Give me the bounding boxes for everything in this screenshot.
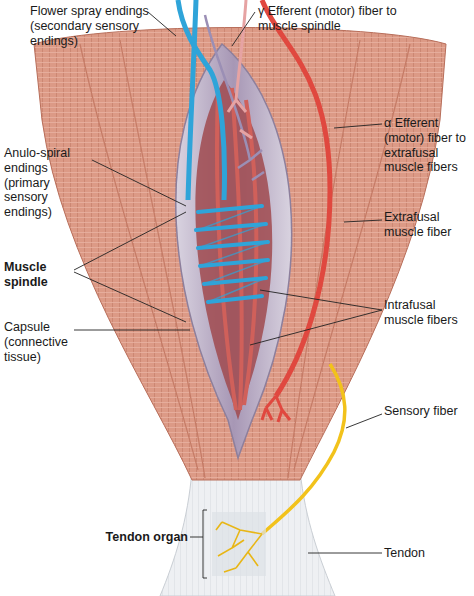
part-label: Capsule (connective tissue) [4,320,84,364]
part-label: Muscle spindle [4,260,74,290]
tendon-organ-endings [216,522,262,572]
motor-endplates [262,396,290,422]
tendon-sensory-fiber [262,364,345,534]
anulospiral-coils [196,206,268,302]
flower-spray-nerve [205,15,264,180]
sensory-nerve [188,0,196,200]
gamma-motor-fiber [228,0,252,138]
part-label: α Efferent (motor) fiber to extrafusal m… [384,116,472,175]
part-label: Flower spray endings (secondary sensory … [30,4,170,48]
part-label: Tendon [384,546,464,561]
leader-lines [74,12,382,578]
alpha-motor-fiber [262,0,330,396]
part-label: Anulo-spiral endings (primary sensory en… [4,146,92,220]
part-label: Sensory fiber [384,404,464,419]
tendon-organ-capsule [212,512,266,576]
part-label: γ Efferent (motor) fiber to muscle spind… [258,4,433,34]
part-label: Intrafusal muscle fibers [384,298,464,328]
part-label: Extrafusal muscle fiber [384,210,464,240]
anulospiral-links [198,206,268,302]
fiber-bundles [80,40,410,478]
spindle-core [195,80,272,420]
part-label: Tendon organ [70,530,188,545]
sensory-nerve [178,0,224,200]
